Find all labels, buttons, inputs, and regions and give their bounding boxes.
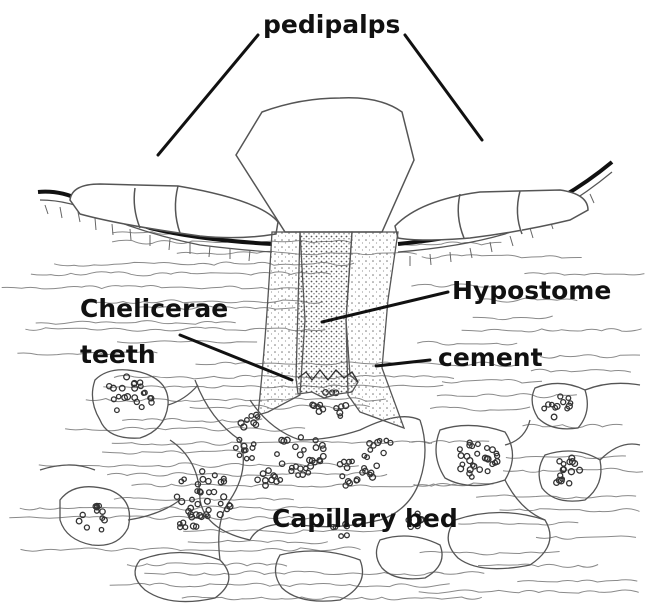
blood-cell	[313, 445, 319, 451]
blood-cell	[381, 450, 386, 455]
blood-cell	[302, 448, 306, 452]
blood-cell	[200, 469, 205, 474]
blood-cell	[117, 394, 121, 398]
tissue-line	[86, 398, 386, 402]
blood-cell	[320, 443, 326, 449]
tissue-line	[531, 369, 631, 372]
blood-cell	[195, 502, 200, 507]
blood-cell	[306, 471, 310, 475]
blood-cell	[339, 534, 344, 539]
blood-cell	[304, 466, 308, 470]
blood-cell	[255, 477, 260, 482]
tissue-line	[102, 450, 242, 454]
blood-cell	[566, 396, 571, 401]
blood-cell	[458, 447, 463, 452]
tissue-line	[523, 424, 623, 428]
tissue-line	[2, 285, 302, 289]
blood-cell	[221, 494, 227, 500]
tissue-line	[473, 316, 553, 320]
blood-cell	[490, 447, 496, 453]
tissue-line	[458, 522, 578, 525]
tissue-line	[182, 597, 482, 600]
blood-cell	[234, 446, 239, 451]
blood-cell	[139, 405, 144, 410]
tissue-line	[437, 394, 577, 398]
tissue-line	[536, 536, 636, 539]
blood-cell	[476, 442, 481, 447]
blood-cell	[84, 525, 89, 530]
tissue-line	[517, 580, 637, 582]
tissue-line	[540, 355, 640, 358]
tissue-line	[9, 516, 309, 520]
tissue-line	[524, 273, 644, 275]
tissue-line	[506, 456, 626, 459]
label-capillary-bed: Capillary bed	[272, 506, 458, 531]
blood-cell	[298, 466, 303, 471]
tissue-line	[422, 255, 582, 259]
blood-cell	[567, 481, 572, 486]
blood-cell	[298, 435, 303, 440]
label-pedipalps: pedipalps	[263, 12, 400, 37]
label-hypostome: Hypostome	[452, 278, 611, 303]
blood-cell	[100, 509, 105, 514]
blood-cell	[245, 456, 249, 460]
blood-cell	[551, 414, 557, 420]
tissue-line	[114, 497, 294, 500]
blood-cell	[115, 408, 120, 413]
blood-cell	[179, 499, 185, 505]
blood-cell	[485, 446, 490, 451]
blood-cell	[237, 453, 241, 457]
tissue-line	[127, 563, 287, 566]
pedipalps-leader-right	[405, 35, 482, 140]
label-cement: cement	[438, 345, 543, 370]
blood-cell	[266, 468, 271, 473]
blood-cell	[561, 462, 566, 467]
blood-cell	[577, 467, 583, 473]
blood-cell	[250, 456, 255, 461]
blood-cell	[345, 533, 350, 538]
blood-cell	[249, 414, 254, 419]
tissue-line	[462, 329, 642, 332]
blood-cell	[344, 465, 349, 470]
blood-cell	[205, 498, 211, 504]
blood-cell	[211, 489, 216, 494]
blood-cell	[542, 406, 547, 411]
blood-cell	[350, 459, 354, 463]
blood-cell	[124, 374, 130, 380]
blood-cell	[485, 469, 490, 474]
blood-cell	[384, 438, 388, 442]
label-teeth: teeth	[80, 342, 156, 367]
tissue-line	[478, 564, 598, 567]
blood-cell	[76, 518, 82, 524]
blood-cell	[321, 454, 327, 460]
tissue-line	[430, 407, 530, 411]
blood-cell	[275, 452, 280, 457]
tissue-line	[188, 540, 328, 543]
pedipalps-leader-left	[158, 35, 258, 155]
blood-cell	[374, 463, 379, 468]
blood-cell	[477, 467, 482, 472]
blood-cell	[458, 453, 464, 459]
tissue-line	[442, 379, 542, 383]
blood-cell	[99, 528, 103, 532]
blood-cell	[279, 461, 284, 466]
blood-cell	[297, 452, 303, 458]
tissue-line	[65, 427, 305, 431]
blood-cell	[561, 400, 566, 405]
blood-cell	[218, 501, 223, 506]
blood-cell	[207, 490, 212, 495]
label-chelicerae: Chelicerae	[80, 296, 228, 321]
cement-cone	[346, 232, 404, 428]
blood-cell	[206, 479, 211, 484]
tissue-line	[419, 590, 639, 593]
blood-cell	[174, 494, 179, 499]
tissue-line	[500, 509, 640, 512]
blood-cell	[200, 477, 206, 483]
blood-cell	[293, 444, 298, 449]
tissue-line	[420, 552, 560, 555]
blood-cell	[475, 451, 480, 456]
